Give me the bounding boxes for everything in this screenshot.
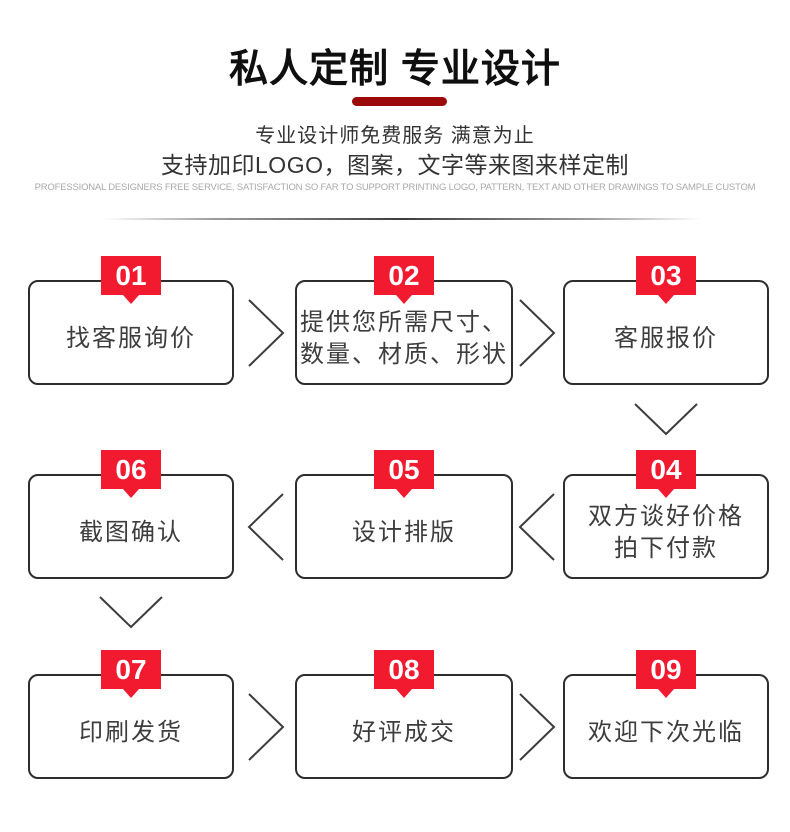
step-label: 好评成交 [352,718,456,746]
step-number-badge: 04 [636,450,696,498]
badge-pointer [123,295,139,304]
step-label: 提供您所需尺寸、 数量、材质、形状 [300,308,508,368]
chevron-left-icon [517,491,557,563]
step-label: 客服报价 [614,324,718,352]
page-title: 私人定制 专业设计 [229,48,561,91]
chevron-right-icon [246,691,286,763]
step-label: 设计排版 [352,518,456,546]
step-box-08: 08 好评成交 [295,650,513,779]
step-number-badge: 07 [101,650,161,698]
step-box-04: 04 双方谈好价格 拍下付款 [563,450,769,579]
step-label: 找客服询价 [66,324,196,352]
step-number: 02 [388,259,420,291]
step-box-01: 01 找客服询价 [28,256,234,385]
step-number-badge: 06 [101,450,161,498]
chevron-down-icon [632,401,700,437]
chevron-right-icon [246,297,286,369]
step-number: 04 [650,453,682,485]
step-number-badge: 02 [374,256,434,304]
chevron-right-icon [517,297,557,369]
step-number: 09 [650,653,682,685]
step-box-02: 02 提供您所需尺寸、 数量、材质、形状 [295,256,513,385]
step-box-06: 06 截图确认 [28,450,234,579]
chevron-right-icon [517,691,557,763]
step-number-badge: 05 [374,450,434,498]
badge-pointer [396,489,412,498]
step-number-badge: 09 [636,650,696,698]
title-underline-bar [352,97,447,106]
step-label: 欢迎下次光临 [588,718,744,746]
step-box-05: 05 设计排版 [295,450,513,579]
step-number: 05 [388,453,420,485]
subtitle-line-1: 专业设计师免费服务 满意为止 [255,125,535,147]
step-number-badge: 08 [374,650,434,698]
subtitle-english: PROFESSIONAL DESIGNERS FREE SERVICE, SAT… [34,182,756,193]
step-number: 06 [115,453,147,485]
badge-pointer [658,489,674,498]
chevron-left-icon [246,491,286,563]
step-label: 截图确认 [79,518,183,546]
subtitle-line-2: 支持加印LOGO，图案，文字等来图来样定制 [161,152,629,178]
step-label: 双方谈好价格 拍下付款 [588,502,744,562]
badge-pointer [658,295,674,304]
badge-pointer [123,489,139,498]
badge-pointer [396,689,412,698]
step-label: 印刷发货 [79,718,183,746]
step-number: 03 [650,259,682,291]
step-number: 07 [115,653,147,685]
step-box-03: 03 客服报价 [563,256,769,385]
header-divider-line [103,218,701,220]
badge-pointer [396,295,412,304]
chevron-down-icon [97,594,165,630]
step-box-07: 07 印刷发货 [28,650,234,779]
step-number-badge: 03 [636,256,696,304]
step-number-badge: 01 [101,256,161,304]
step-number: 01 [115,259,147,291]
step-box-09: 09 欢迎下次光临 [563,650,769,779]
badge-pointer [658,689,674,698]
step-number: 08 [388,653,420,685]
badge-pointer [123,689,139,698]
